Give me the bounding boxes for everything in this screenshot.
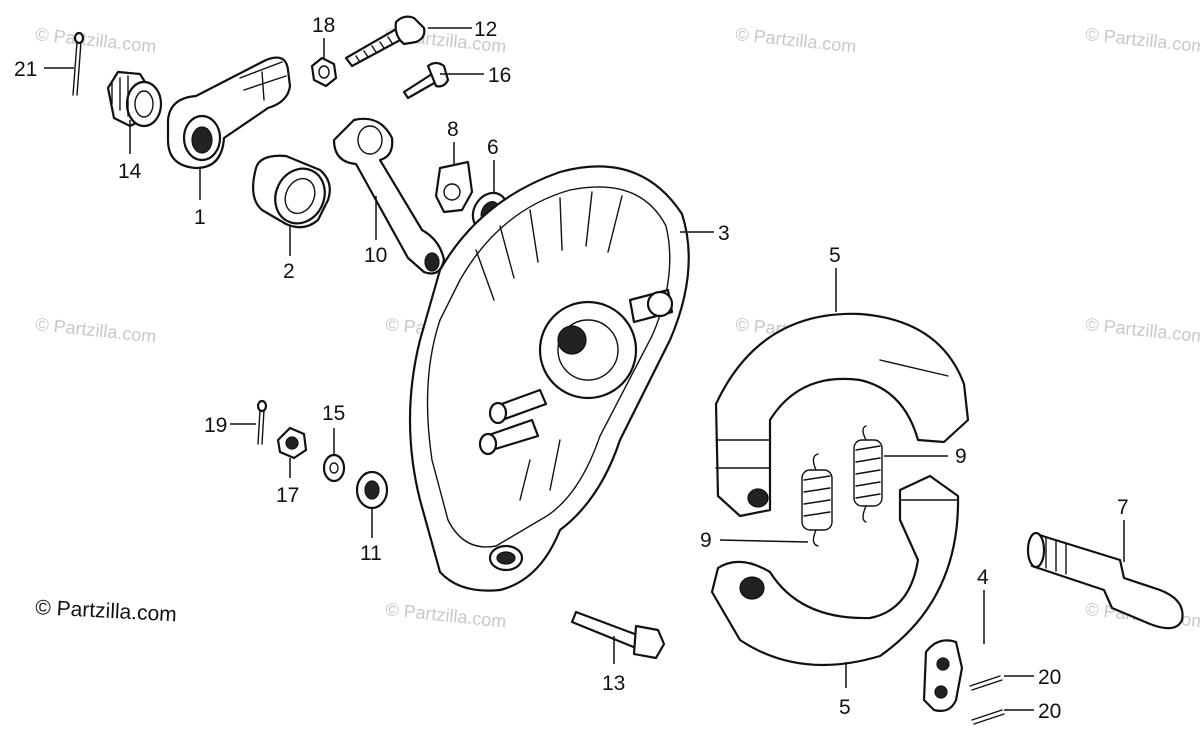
label-7: 7 <box>1117 496 1129 519</box>
part-springs-9 <box>801 425 883 547</box>
watermark: © Partzilla.com <box>735 24 858 57</box>
watermark: © Partzilla.com <box>385 599 508 632</box>
label-5-upper: 5 <box>829 244 841 267</box>
part-brake-shoe-upper-5 <box>714 312 970 518</box>
watermark: © Partzilla.com <box>1085 314 1200 347</box>
part-camshaft-7 <box>1026 531 1184 630</box>
watermark: © Partzilla.com <box>1085 24 1200 57</box>
label-15: 15 <box>322 402 345 425</box>
part-cotter-pin-21 <box>72 31 85 96</box>
label-14: 14 <box>118 160 142 183</box>
part-cotter-pin-19 <box>256 399 268 445</box>
label-20-upper: 20 <box>1038 666 1061 689</box>
part-bolt-13 <box>570 610 666 660</box>
label-1: 1 <box>194 206 206 229</box>
callout-labels: 21 14 1 2 18 12 16 8 6 10 3 5 9 9 7 4 20… <box>14 14 1129 723</box>
label-12: 12 <box>474 18 497 41</box>
part-brake-arm-1 <box>166 56 292 170</box>
watermark: © Partzilla.com <box>35 314 158 347</box>
label-2: 2 <box>283 260 295 283</box>
label-3: 3 <box>718 222 730 245</box>
label-5-lower: 5 <box>839 696 851 719</box>
part-plate-4 <box>922 639 964 712</box>
label-18: 18 <box>312 14 335 37</box>
part-bolt-16 <box>402 61 450 100</box>
label-17: 17 <box>276 484 299 507</box>
label-9-left: 9 <box>700 529 712 552</box>
label-21: 21 <box>14 58 37 81</box>
part-nut-17 <box>276 426 308 460</box>
part-indicator-plate-8 <box>434 160 474 214</box>
label-9-right: 9 <box>955 445 967 468</box>
part-nut-18 <box>310 56 338 88</box>
part-adjusting-nut-14 <box>106 70 163 128</box>
label-6: 6 <box>487 136 499 159</box>
label-19: 19 <box>204 414 227 437</box>
label-8: 8 <box>447 118 459 141</box>
part-bolt-12 <box>344 15 426 68</box>
label-4: 4 <box>977 566 989 589</box>
label-13: 13 <box>602 672 625 695</box>
part-collar-2 <box>251 154 331 229</box>
label-16: 16 <box>488 64 511 87</box>
part-cam-lever-10 <box>332 117 446 275</box>
watermark: © Partzilla.com <box>35 24 158 57</box>
label-20-lower: 20 <box>1038 700 1061 723</box>
label-11: 11 <box>360 542 382 565</box>
part-pins-20 <box>969 675 1005 725</box>
label-10: 10 <box>364 244 387 267</box>
part-washer-15 <box>322 453 346 483</box>
leader-lines <box>44 27 1125 711</box>
part-seal-11 <box>355 470 389 510</box>
part-brake-panel-3 <box>408 165 690 592</box>
